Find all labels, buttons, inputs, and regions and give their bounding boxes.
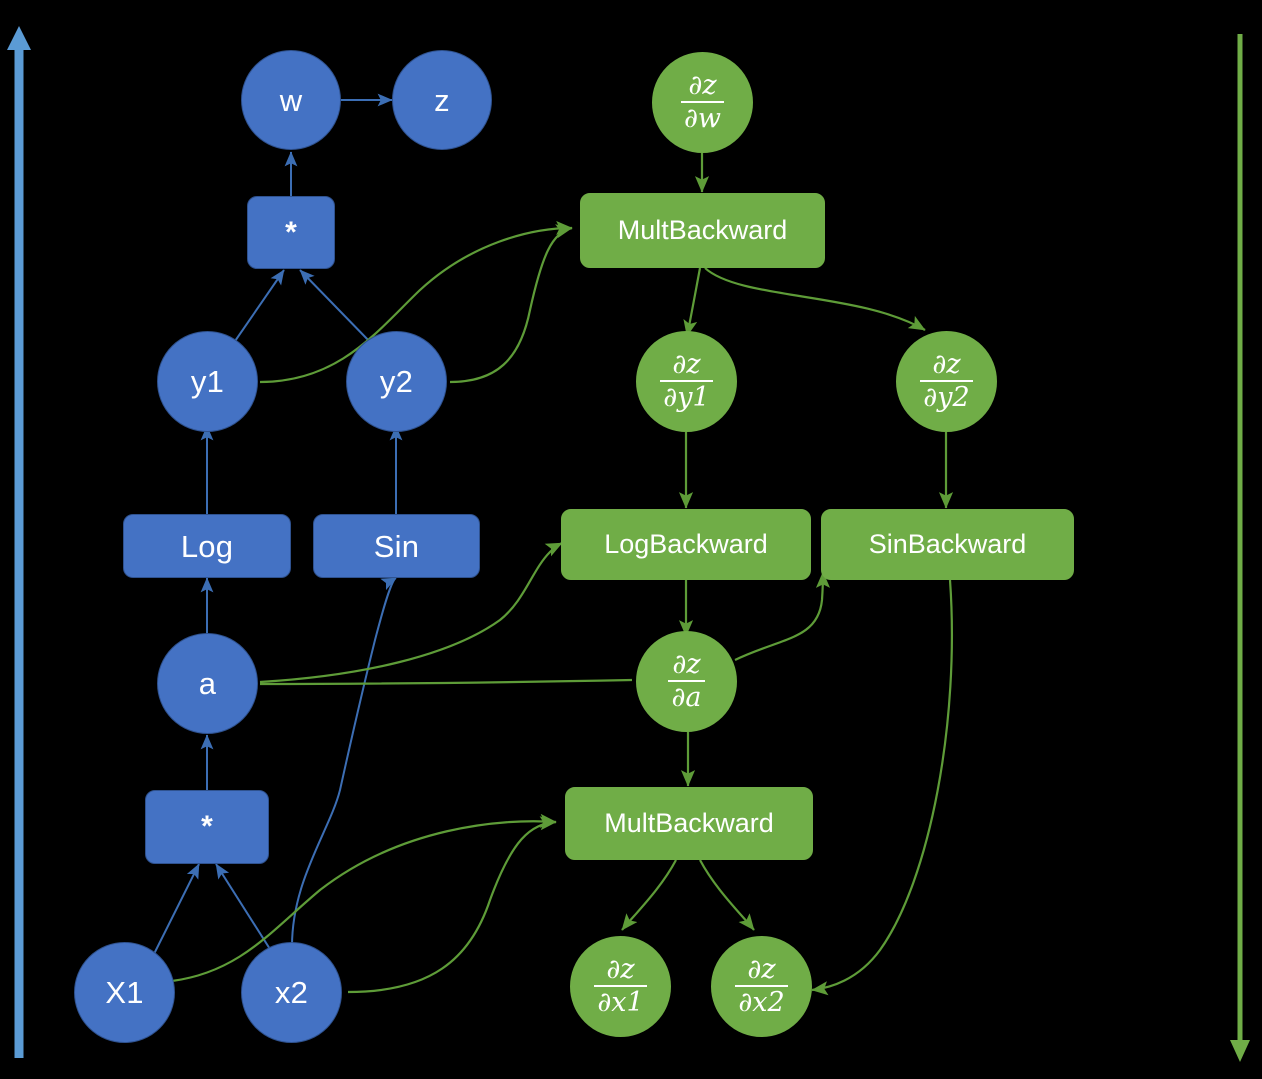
fraction-denominator: ∂x2 bbox=[735, 985, 788, 1017]
fraction-denominator: ∂y2 bbox=[920, 380, 973, 412]
node-a[interactable]: a bbox=[157, 633, 258, 734]
node-z[interactable]: z bbox=[392, 50, 492, 150]
fraction-numerator: ∂z bbox=[672, 348, 701, 380]
fraction-denominator: ∂y1 bbox=[660, 380, 713, 412]
edge-sinbackward-to-dzdx2 bbox=[811, 579, 953, 996]
edge-multbackward-top-to-dzdy2 bbox=[704, 267, 926, 331]
node-logbackward[interactable]: LogBackward bbox=[561, 509, 811, 580]
fraction-numerator: ∂z bbox=[672, 648, 701, 680]
node-mult-op-bottom[interactable]: * bbox=[145, 790, 269, 864]
node-w[interactable]: w bbox=[241, 50, 341, 150]
fraction-denominator: ∂w bbox=[680, 101, 725, 133]
node-sin-op[interactable]: Sin bbox=[313, 514, 480, 578]
fraction-numerator: ∂z bbox=[747, 953, 776, 985]
node-dz-dy2[interactable]: ∂z ∂y2 bbox=[896, 331, 997, 432]
node-dz-dy1[interactable]: ∂z ∂y1 bbox=[636, 331, 737, 432]
fraction-dz-dy1: ∂z ∂y1 bbox=[660, 348, 713, 412]
edge-dzda-to-sinbackward bbox=[734, 571, 831, 661]
node-mult-op-top[interactable]: * bbox=[247, 196, 335, 269]
node-sinbackward[interactable]: SinBackward bbox=[821, 509, 1074, 580]
edge-multbackward-top-to-dzdy1 bbox=[683, 267, 702, 337]
node-dz-dw[interactable]: ∂z ∂w bbox=[652, 52, 753, 153]
fraction-numerator: ∂z bbox=[932, 348, 961, 380]
edge-multbackward-bottom-to-dzdx1 bbox=[621, 859, 677, 931]
edge-x2-to-mul2 bbox=[215, 863, 276, 958]
edge-y2-to-mul1 bbox=[299, 269, 373, 345]
forward-pass-arrow bbox=[7, 26, 31, 1058]
fraction-denominator: ∂x1 bbox=[594, 985, 647, 1017]
node-multbackward-bottom[interactable]: MultBackward bbox=[565, 787, 813, 860]
node-y1[interactable]: y1 bbox=[157, 331, 258, 432]
node-x1[interactable]: X1 bbox=[74, 942, 175, 1043]
edge-a-to-dzda bbox=[259, 678, 633, 686]
backward-pass-arrow bbox=[1230, 34, 1250, 1062]
fraction-numerator: ∂z bbox=[606, 953, 635, 985]
edge-y1-to-mul1 bbox=[232, 269, 285, 345]
fraction-dz-da: ∂z ∂a bbox=[668, 648, 705, 712]
edge-multbackward-bottom-to-dzdx2 bbox=[699, 859, 755, 931]
node-multbackward-top[interactable]: MultBackward bbox=[580, 193, 825, 268]
fraction-denominator: ∂a bbox=[668, 680, 705, 712]
node-log-op[interactable]: Log bbox=[123, 514, 291, 578]
node-x2[interactable]: x2 bbox=[241, 942, 342, 1043]
node-dz-dx2[interactable]: ∂z ∂x2 bbox=[711, 936, 812, 1037]
edge-x2-to-sin bbox=[291, 577, 397, 947]
fraction-dz-dx2: ∂z ∂x2 bbox=[735, 953, 788, 1017]
node-dz-da[interactable]: ∂z ∂a bbox=[636, 631, 737, 732]
fraction-dz-dw: ∂z ∂w bbox=[680, 69, 725, 133]
node-y2[interactable]: y2 bbox=[346, 331, 447, 432]
edge-y2-to-multbackward-top bbox=[449, 224, 573, 384]
node-dz-dx1[interactable]: ∂z ∂x1 bbox=[570, 936, 671, 1037]
fraction-dz-dx1: ∂z ∂x1 bbox=[594, 953, 647, 1017]
edge-x1-to-mul2 bbox=[151, 863, 200, 959]
edge-x2-to-multbackward-bottom bbox=[347, 816, 557, 994]
fraction-dz-dy2: ∂z ∂y2 bbox=[920, 348, 973, 412]
fraction-numerator: ∂z bbox=[688, 69, 717, 101]
